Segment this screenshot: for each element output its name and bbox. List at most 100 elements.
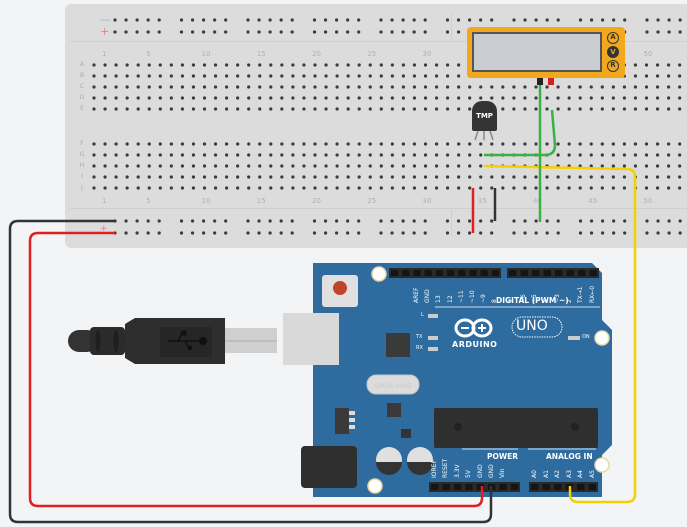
breadboard-hole[interactable] [302,164,306,168]
breadboard-hole[interactable] [202,107,207,111]
breadboard-hole[interactable] [158,142,162,146]
breadboard-hole[interactable] [125,63,129,67]
breadboard-hole[interactable] [644,164,649,168]
breadboard-hole[interactable] [191,85,196,89]
breadboard-hole[interactable] [136,107,140,111]
breadboard-hole[interactable] [280,186,284,190]
breadboard-hole[interactable] [114,186,118,190]
breadboard-hole[interactable] [258,175,262,179]
header-pin[interactable] [510,484,519,490]
breadboard-hole[interactable] [202,96,207,100]
breadboard-hole[interactable] [468,18,472,22]
breadboard-hole[interactable] [545,96,549,100]
breadboard-hole[interactable] [401,85,405,89]
breadboard-hole[interactable] [644,85,649,89]
breadboard-hole[interactable] [678,74,682,78]
breadboard-hole[interactable] [103,74,107,78]
breadboard-hole[interactable] [434,96,439,100]
breadboard-hole[interactable] [379,164,383,168]
breadboard-hole[interactable] [136,74,140,78]
breadboard-hole[interactable] [446,96,450,100]
breadboard-hole[interactable] [225,186,229,190]
breadboard-hole[interactable] [202,164,207,168]
breadboard-hole[interactable] [611,107,615,111]
breadboard-hole[interactable] [644,107,649,111]
breadboard-hole[interactable] [434,153,439,157]
reset-button-cap[interactable] [333,281,347,295]
breadboard-hole[interactable] [412,164,417,168]
breadboard-hole[interactable] [302,96,306,100]
header-pin[interactable] [491,270,499,276]
breadboard-hole[interactable] [667,186,671,190]
breadboard-hole[interactable] [468,186,472,190]
breadboard-hole[interactable] [236,85,240,89]
breadboard-hole[interactable] [323,30,328,34]
breadboard-hole[interactable] [667,30,671,34]
breadboard-hole[interactable] [290,18,294,22]
breadboard-hole[interactable] [578,85,582,89]
breadboard-hole[interactable] [357,30,361,34]
breadboard-hole[interactable] [225,74,229,78]
breadboard-hole[interactable] [434,85,439,89]
breadboard-hole[interactable] [113,18,117,22]
mode-ohmmeter-button[interactable]: R [607,60,619,72]
breadboard-hole[interactable] [468,142,472,146]
breadboard-hole[interactable] [335,175,339,179]
breadboard-hole[interactable] [423,18,427,22]
breadboard-hole[interactable] [313,85,317,89]
breadboard-hole[interactable] [490,96,494,100]
breadboard-hole[interactable] [556,107,560,111]
breadboard-hole[interactable] [589,96,593,100]
breadboard-hole[interactable] [124,18,128,22]
breadboard-hole[interactable] [612,18,616,22]
breadboard-hole[interactable] [147,142,151,146]
breadboard-hole[interactable] [655,186,660,190]
breadboard-hole[interactable] [92,175,96,179]
breadboard-hole[interactable] [667,219,671,223]
breadboard-hole[interactable] [302,153,306,157]
breadboard-hole[interactable] [179,18,184,22]
breadboard-hole[interactable] [158,85,162,89]
breadboard-hole[interactable] [390,153,394,157]
breadboard-hole[interactable] [224,30,228,34]
breadboard-hole[interactable] [434,63,439,67]
breadboard-hole[interactable] [236,186,240,190]
header-pin[interactable] [458,270,466,276]
breadboard-hole[interactable] [678,85,682,89]
breadboard-hole[interactable] [269,164,273,168]
header-pin[interactable] [578,270,586,276]
breadboard-hole[interactable] [368,175,372,179]
breadboard-hole[interactable] [622,107,627,111]
breadboard-hole[interactable] [313,175,317,179]
breadboard-hole[interactable] [136,85,140,89]
breadboard-hole[interactable] [180,63,184,67]
dc-power-jack[interactable] [301,446,357,488]
breadboard-hole[interactable] [678,186,682,190]
breadboard-hole[interactable] [479,85,483,89]
breadboard-hole[interactable] [578,18,583,22]
breadboard-hole[interactable] [157,18,161,22]
breadboard-hole[interactable] [678,30,682,34]
breadboard-hole[interactable] [357,186,361,190]
breadboard-hole[interactable] [390,107,394,111]
header-pin[interactable] [488,484,496,490]
breadboard-hole[interactable] [180,153,184,157]
breadboard-hole[interactable] [180,142,184,146]
header-pin[interactable] [555,270,563,276]
breadboard-hole[interactable] [678,96,682,100]
breadboard-hole[interactable] [578,96,582,100]
breadboard-hole[interactable] [655,107,660,111]
breadboard-hole[interactable] [302,63,306,67]
breadboard-hole[interactable] [667,74,671,78]
breadboard-hole[interactable] [523,18,527,22]
breadboard-hole[interactable] [633,63,638,67]
breadboard-hole[interactable] [379,96,383,100]
breadboard-hole[interactable] [479,18,483,22]
breadboard-hole[interactable] [457,175,461,179]
breadboard-hole[interactable] [412,96,417,100]
breadboard-hole[interactable] [512,85,516,89]
breadboard-hole[interactable] [633,107,638,111]
breadboard-hole[interactable] [158,164,162,168]
breadboard-hole[interactable] [423,96,428,100]
breadboard-hole[interactable] [258,186,262,190]
